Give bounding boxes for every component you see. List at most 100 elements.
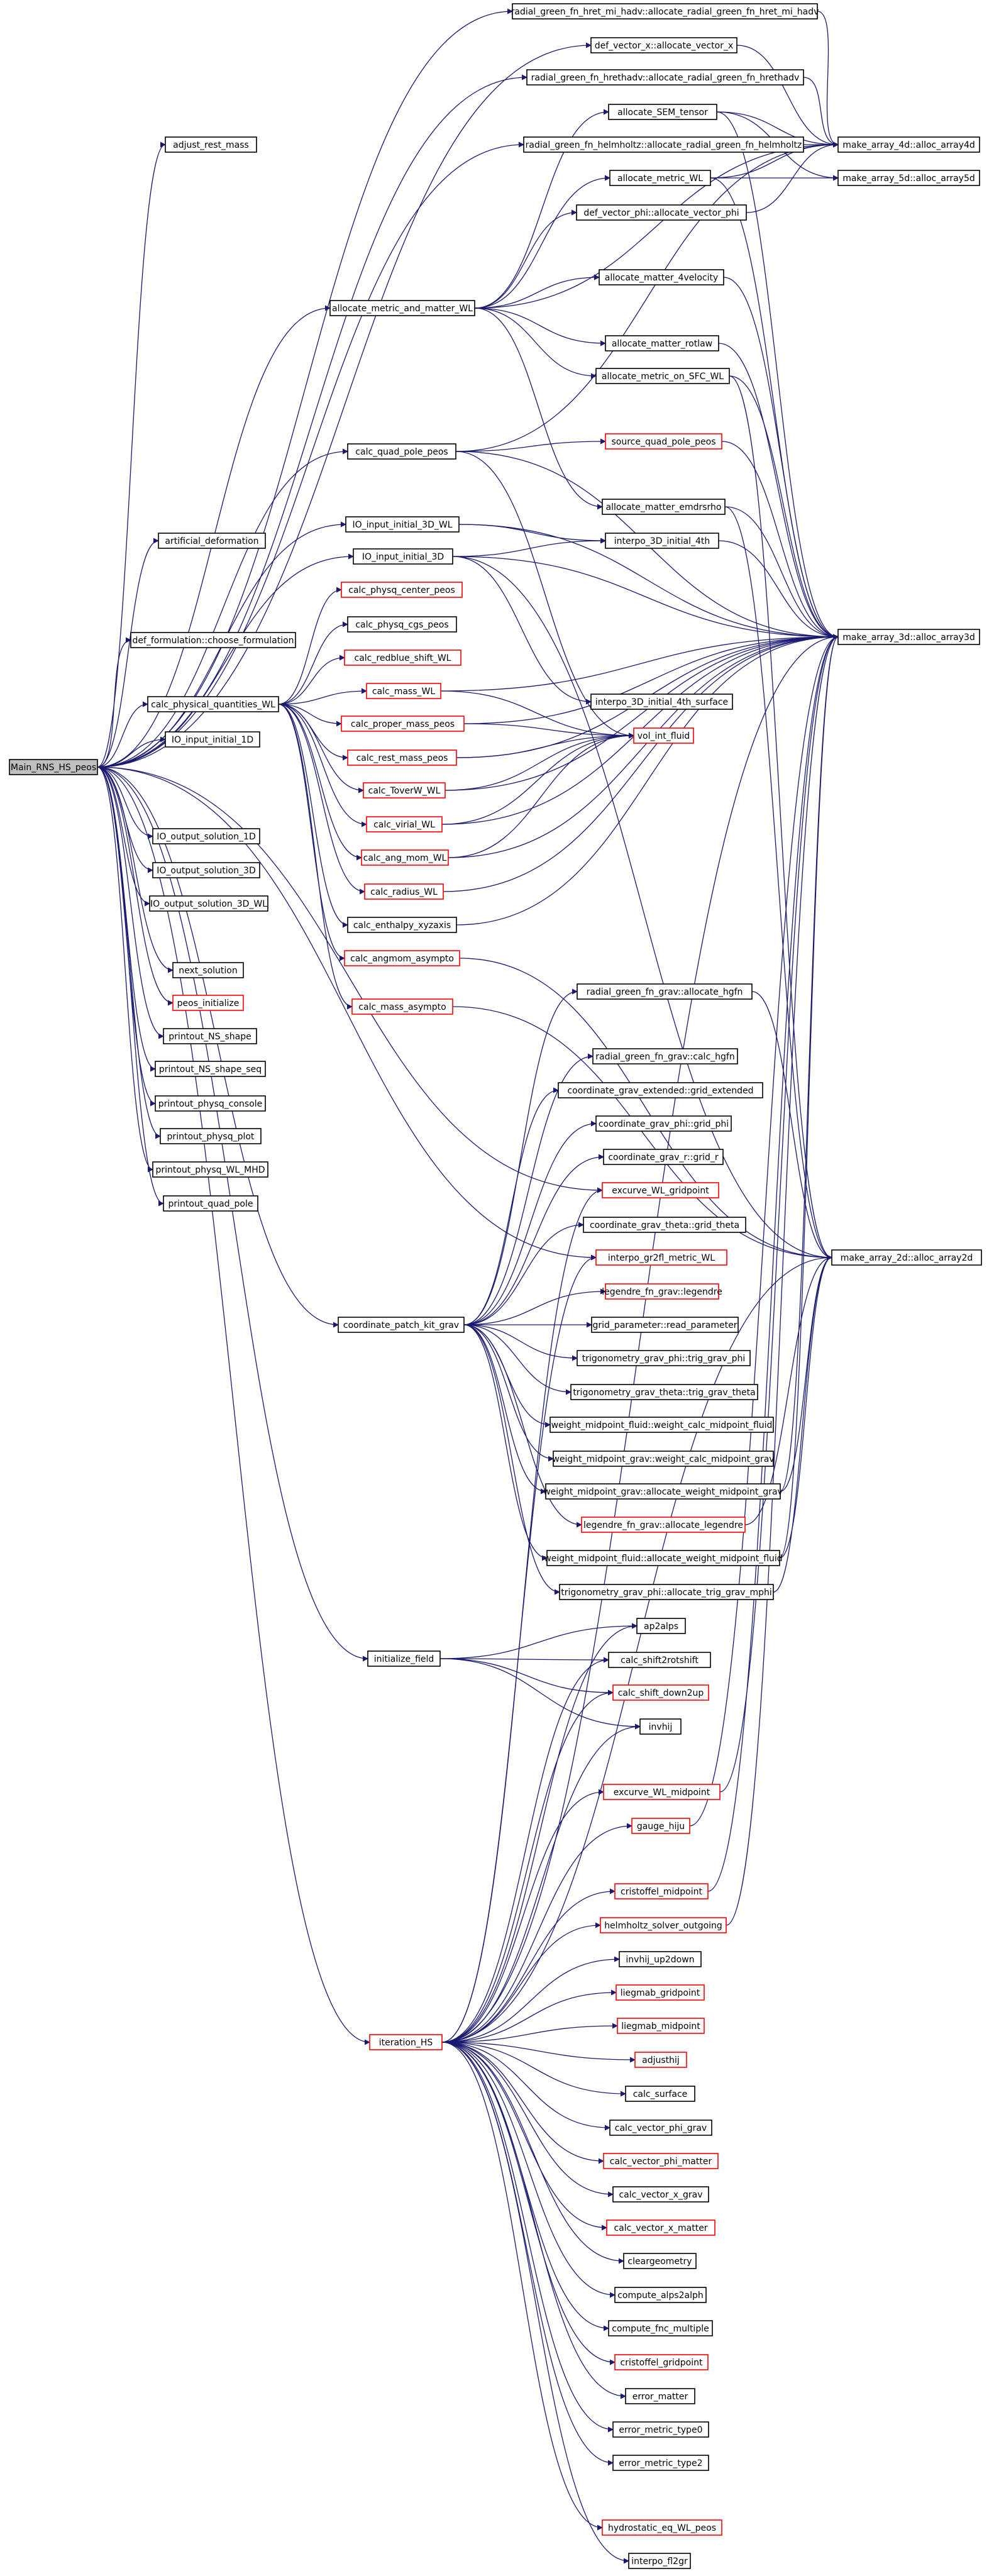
node-next-solution[interactable]: next_solution bbox=[172, 962, 244, 978]
node-trig-grav-phi[interactable]: trigonometry_grav_phi::trig_grav_phi bbox=[577, 1350, 751, 1366]
node-wm-calc-fluid[interactable]: weight_midpoint_fluid::weight_calc_midpo… bbox=[549, 1417, 774, 1433]
node-calc-enthalpy-xyzaxis[interactable]: calc_enthalpy_xyzaxis bbox=[347, 917, 457, 933]
node-printout-physq-console[interactable]: printout_physq_console bbox=[155, 1095, 266, 1112]
node-error-metric-type2[interactable]: error_metric_type2 bbox=[612, 2455, 709, 2471]
node-calc-rest-mass-peos[interactable]: calc_rest_mass_peos bbox=[347, 749, 457, 766]
node-calc-shift-down2up[interactable]: calc_shift_down2up bbox=[612, 1684, 709, 1701]
node-wm-alloc-fluid[interactable]: weight_midpoint_fluid::allocate_weight_m… bbox=[544, 1550, 783, 1566]
node-artificial-deformation[interactable]: artificial_deformation bbox=[158, 533, 266, 549]
node-adjusthij[interactable]: adjusthij bbox=[634, 2052, 687, 2068]
node-cristoffel-gridpoint[interactable]: cristoffel_gridpoint bbox=[614, 2354, 709, 2370]
node-read-parameter[interactable]: grid_parameter::read_parameter bbox=[591, 1317, 739, 1333]
node-root[interactable]: Main_RNS_HS_peos bbox=[9, 759, 98, 775]
node-initialize-field[interactable]: initialize_field bbox=[367, 1650, 441, 1667]
node-calc-redblue-shift-wl[interactable]: calc_redblue_shift_WL bbox=[344, 650, 461, 666]
node-cleargeometry[interactable]: cleargeometry bbox=[623, 2253, 697, 2269]
node-alloc-array3d[interactable]: make_array_3d::alloc_array3d bbox=[837, 629, 980, 645]
node-calc-shift2rotshift[interactable]: calc_shift2rotshift bbox=[608, 1652, 711, 1668]
node-allocate-metric-on-sfc-wl[interactable]: allocate_metric_on_SFC_WL bbox=[595, 368, 730, 384]
node-calc-virial-wl[interactable]: calc_virial_WL bbox=[366, 816, 443, 832]
node-alloc-array4d[interactable]: make_array_4d::alloc_array4d bbox=[837, 136, 980, 153]
node-calc-quad-pole-peos[interactable]: calc_quad_pole_peos bbox=[347, 443, 456, 460]
node-excurve-wl-gridpoint[interactable]: excurve_WL_gridpoint bbox=[602, 1182, 719, 1198]
node-choose-formulation[interactable]: def_formulation::choose_formulation bbox=[130, 632, 296, 648]
node-io-output-solution-1d[interactable]: IO_output_solution_1D bbox=[152, 828, 260, 844]
node-calc-mass-asympto[interactable]: calc_mass_asympto bbox=[351, 998, 453, 1015]
node-rg-grav-hgfn[interactable]: radial_green_fn_grav::allocate_hgfn bbox=[577, 983, 753, 1000]
node-vol-int-fluid[interactable]: vol_int_fluid bbox=[633, 727, 694, 744]
node-calc-vector-phi-matter[interactable]: calc_vector_phi_matter bbox=[603, 2153, 719, 2169]
node-helmholtz-solver-outgoing[interactable]: helmholtz_solver_outgoing bbox=[600, 1917, 727, 1933]
node-allocate-matter-emdrsrho[interactable]: allocate_matter_emdrsrho bbox=[602, 499, 726, 515]
node-io-output-solution-3d[interactable]: IO_output_solution_3D bbox=[152, 862, 260, 878]
node-alloc-array5d[interactable]: make_array_5d::alloc_array5d bbox=[837, 170, 980, 186]
node-calc-surface[interactable]: calc_surface bbox=[625, 2086, 695, 2102]
node-grid-theta[interactable]: coordinate_grav_theta::grid_theta bbox=[583, 1217, 746, 1233]
node-calc-radius-wl[interactable]: calc_radius_WL bbox=[364, 883, 444, 900]
node-io-input-initial-1d[interactable]: IO_input_initial_1D bbox=[165, 731, 260, 748]
node-compute-fnc-multiple[interactable]: compute_fnc_multiple bbox=[608, 2320, 713, 2336]
node-calc-physq-center-peos[interactable]: calc_physq_center_peos bbox=[341, 582, 463, 598]
node-compute-alps2alph[interactable]: compute_alps2alph bbox=[614, 2287, 707, 2303]
node-invhij[interactable]: invhij bbox=[639, 1718, 682, 1735]
node-calc-mass-wl[interactable]: calc_mass_WL bbox=[366, 683, 441, 699]
node-calc-ang-mom-wl[interactable]: calc_ang_mom_WL bbox=[361, 849, 449, 866]
node-rg-helmholtz[interactable]: radial_green_fn_helmholtz::allocate_radi… bbox=[523, 136, 804, 153]
node-allocate-matter-4velocity[interactable]: allocate_matter_4velocity bbox=[599, 269, 724, 285]
node-liegmab-gridpoint[interactable]: liegmab_gridpoint bbox=[616, 1984, 705, 2001]
node-hydrostatic-eq-wl-peos[interactable]: hydrostatic_eq_WL_peos bbox=[602, 2519, 722, 2536]
node-ap2alps[interactable]: ap2alps bbox=[636, 1618, 686, 1634]
node-io-output-solution-3d-wl[interactable]: IO_output_solution_3D_WL bbox=[149, 895, 268, 912]
node-trig-alloc-mphi[interactable]: trigonometry_grav_phi::allocate_trig_gra… bbox=[559, 1584, 774, 1600]
node-grid-r[interactable]: coordinate_grav_r::grid_r bbox=[603, 1149, 724, 1165]
node-source-quad-pole-peos[interactable]: source_quad_pole_peos bbox=[605, 433, 722, 450]
node-vector-phi-alloc[interactable]: def_vector_phi::allocate_vector_phi bbox=[576, 204, 747, 221]
node-printout-physq-plot[interactable]: printout_physq_plot bbox=[160, 1128, 262, 1144]
node-interpo-gr2fl-metric-wl[interactable]: interpo_gr2fl_metric_WL bbox=[595, 1249, 727, 1266]
node-calc-vector-x-matter[interactable]: calc_vector_x_matter bbox=[606, 2219, 715, 2236]
node-trig-grav-theta[interactable]: trigonometry_grav_theta::trig_grav_theta bbox=[570, 1384, 758, 1400]
node-allocate-metric-wl[interactable]: allocate_metric_WL bbox=[609, 170, 711, 186]
node-coordinate-patch-kit-grav[interactable]: coordinate_patch_kit_grav bbox=[338, 1317, 465, 1333]
node-error-metric-type0[interactable]: error_metric_type0 bbox=[612, 2421, 709, 2438]
node-error-matter[interactable]: error_matter bbox=[625, 2388, 695, 2404]
node-allocate-sem-tensor[interactable]: allocate_SEM_tensor bbox=[608, 104, 717, 120]
node-legendre-alloc[interactable]: legendre_fn_grav::allocate_legendre bbox=[581, 1517, 746, 1533]
node-printout-quad-pole[interactable]: printout_quad_pole bbox=[163, 1195, 258, 1212]
node-rg-calc-hgfn[interactable]: radial_green_fn_grav::calc_hgfn bbox=[592, 1048, 738, 1064]
node-interpo-fl2gr[interactable]: interpo_fl2gr bbox=[628, 2553, 691, 2569]
node-rg-hret-mi-hadv[interactable]: radial_green_fn_hret_mi_hadv::allocate_r… bbox=[511, 3, 819, 19]
node-legendre[interactable]: legendre_fn_grav::legendre bbox=[602, 1283, 722, 1300]
node-excurve-wl-midpoint[interactable]: excurve_WL_midpoint bbox=[603, 1784, 721, 1800]
node-calc-proper-mass-peos[interactable]: calc_proper_mass_peos bbox=[341, 716, 465, 732]
node-printout-ns-shape-seq[interactable]: printout_NS_shape_seq bbox=[155, 1061, 266, 1077]
node-wm-alloc-grav[interactable]: weight_midpoint_grav::allocate_weight_mi… bbox=[543, 1483, 783, 1500]
node-gauge-hiju[interactable]: gauge_hiju bbox=[631, 1818, 690, 1834]
node-alloc-array2d[interactable]: make_array_2d::alloc_array2d bbox=[831, 1249, 982, 1266]
node-calc-angmom-asympto[interactable]: calc_angmom_asympto bbox=[344, 950, 460, 966]
node-interpo-3d-initial-4th[interactable]: interpo_3D_initial_4th bbox=[605, 533, 719, 549]
node-rg-hrethadv[interactable]: radial_green_fn_hrethadv::allocate_radia… bbox=[526, 69, 804, 86]
node-allocate-metric-and-matter-wl[interactable]: allocate_metric_and_matter_WL bbox=[329, 300, 475, 316]
node-io-input-initial-3d[interactable]: IO_input_initial_3D bbox=[353, 548, 453, 565]
node-invhij-up2down[interactable]: invhij_up2down bbox=[619, 1951, 702, 1967]
node-printout-physq-wl-mhd[interactable]: printout_physq_WL_MHD bbox=[152, 1161, 268, 1178]
node-peos-initialize[interactable]: peos_initialize bbox=[172, 995, 244, 1011]
node-cristoffel-midpoint[interactable]: cristoffel_midpoint bbox=[614, 1883, 709, 1899]
node-interpo-3d-initial-4th-surface[interactable]: interpo_3D_initial_4th_surface bbox=[590, 694, 733, 710]
node-allocate-matter-rotlaw[interactable]: allocate_matter_rotlaw bbox=[605, 335, 719, 351]
node-wm-calc-grav[interactable]: weight_midpoint_grav::weight_calc_midpoi… bbox=[552, 1451, 775, 1467]
node-calc-toverw-wl[interactable]: calc_ToverW_WL bbox=[363, 782, 446, 799]
node-adjust-rest-mass[interactable]: adjust_rest_mass bbox=[165, 136, 257, 153]
node-io-input-initial-3d-wl[interactable]: IO_input_initial_3D_WL bbox=[345, 516, 460, 533]
node-grid-extended[interactable]: coordinate_grav_extended::grid_extended bbox=[558, 1082, 763, 1098]
node-calc-physq-cgs-peos[interactable]: calc_physq_cgs_peos bbox=[347, 616, 457, 633]
node-vector-x-alloc[interactable]: def_vector_x::allocate_vector_x bbox=[590, 37, 737, 53]
node-printout-ns-shape[interactable]: printout_NS_shape bbox=[163, 1028, 257, 1044]
node-grid-phi[interactable]: coordinate_grav_phi::grid_phi bbox=[595, 1115, 732, 1132]
node-iteration-hs[interactable]: iteration_HS bbox=[369, 2034, 443, 2050]
node-liegmab-midpoint[interactable]: liegmab_midpoint bbox=[617, 2018, 705, 2034]
node-calc-vector-x-grav[interactable]: calc_vector_x_grav bbox=[612, 2186, 709, 2203]
node-calc-physical-quantities-wl[interactable]: calc_physical_quantities_WL bbox=[147, 696, 279, 712]
node-calc-vector-phi-grav[interactable]: calc_vector_phi_grav bbox=[609, 2120, 712, 2136]
